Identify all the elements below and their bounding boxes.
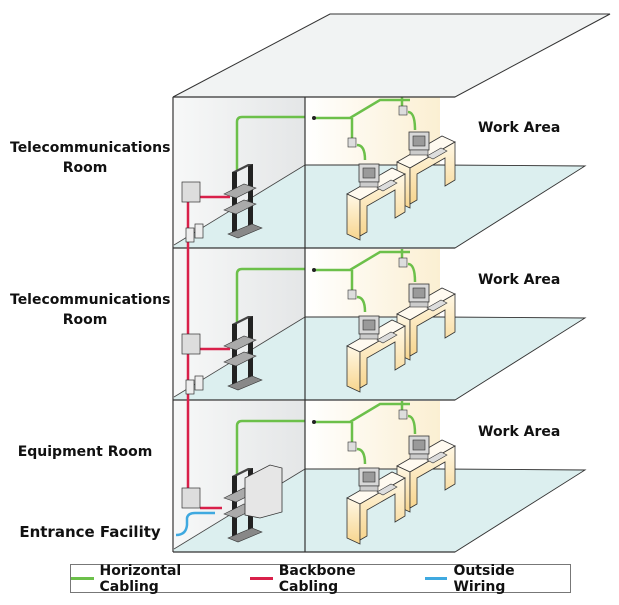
cross-connect-box (181, 181, 201, 203)
label-telecom-room-3: Telecommunications Room (10, 140, 171, 176)
legend-swatch-green (71, 577, 94, 580)
roof-slab (172, 13, 611, 98)
outside-wiring-cable (175, 511, 215, 537)
legend-swatch-blue (424, 577, 448, 580)
legend-item-outside: Outside Wiring (424, 562, 564, 595)
label-entrance-facility: Entrance Facility (19, 523, 161, 541)
horizontal-cable (235, 115, 305, 170)
server-cabinet (244, 464, 283, 519)
legend-item-backbone: Backbone Cabling (250, 563, 411, 595)
legend: Horizontal Cabling Backbone Cabling Outs… (70, 562, 571, 595)
cable-endpoint (312, 116, 316, 120)
legend-item-horizontal: Horizontal Cabling (71, 563, 236, 595)
label-work-area-1: Work Area (478, 424, 561, 440)
label-equipment-room: Equipment Room (17, 444, 153, 460)
cable-spool-icon (185, 223, 204, 395)
wall-outlet (398, 105, 408, 116)
backbone-cable (200, 195, 230, 510)
cross-connect-box (181, 333, 201, 355)
legend-label: Backbone Cabling (278, 562, 356, 595)
label-work-area-3: Work Area (478, 120, 561, 136)
cross-connect-box (181, 487, 201, 509)
label-work-area-2: Work Area (478, 272, 561, 288)
legend-label: Outside Wiring (453, 562, 515, 595)
label-telecom-room-2: Telecommunications Room (10, 292, 171, 328)
legend-swatch-red (250, 577, 273, 580)
horizontal-cable (314, 97, 417, 161)
legend-label: Horizontal Cabling (99, 562, 182, 595)
wall-outlet (347, 137, 357, 148)
